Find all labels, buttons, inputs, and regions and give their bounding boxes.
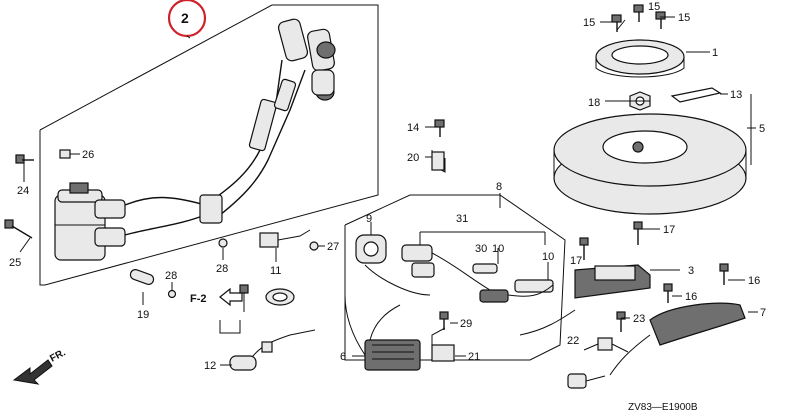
bolt-15a[interactable] bbox=[611, 14, 622, 32]
starter-pulley-1[interactable] bbox=[595, 39, 685, 78]
bolt-14[interactable] bbox=[434, 119, 445, 137]
diagram-code: ZV83—E1900B bbox=[628, 402, 698, 413]
callout-15c: 15 bbox=[678, 12, 690, 24]
bolt-16b[interactable] bbox=[663, 283, 673, 303]
coil-assembly-frame bbox=[39, 4, 379, 286]
key-13[interactable] bbox=[670, 87, 722, 103]
flywheel-5[interactable] bbox=[553, 113, 747, 215]
callout-6: 6 bbox=[340, 351, 346, 363]
harness-31[interactable] bbox=[364, 231, 554, 303]
callout-11: 11 bbox=[270, 265, 281, 277]
bolt-17b[interactable] bbox=[633, 221, 643, 245]
clamp-22[interactable] bbox=[597, 337, 629, 353]
callout-14: 14 bbox=[407, 122, 419, 134]
callout-30: 30 bbox=[475, 243, 487, 255]
callout-19: 19 bbox=[137, 309, 149, 321]
callout-17a: 17 bbox=[570, 255, 582, 267]
callout-12: 12 bbox=[204, 360, 216, 372]
callout-16b: 16 bbox=[685, 291, 697, 303]
callout-15a: 15 bbox=[583, 17, 595, 29]
bolt-16a[interactable] bbox=[719, 263, 729, 285]
bracket-clip[interactable] bbox=[219, 284, 249, 334]
clamp[interactable] bbox=[265, 288, 295, 306]
bolt-15b[interactable] bbox=[633, 4, 644, 22]
callout-10a: 10 bbox=[492, 243, 504, 255]
clip-11[interactable] bbox=[259, 229, 311, 248]
callout-29: 29 bbox=[460, 318, 472, 330]
pin-19[interactable] bbox=[129, 268, 155, 286]
callout-9: 9 bbox=[366, 213, 372, 225]
callout-10b: 10 bbox=[542, 251, 554, 263]
nut-26[interactable] bbox=[59, 149, 71, 159]
pulse-generator-7[interactable] bbox=[609, 302, 746, 376]
callout-1: 1 bbox=[712, 47, 718, 59]
callout-17b: 17 bbox=[663, 224, 675, 236]
regulator-6[interactable] bbox=[344, 294, 421, 371]
ignition-coil[interactable] bbox=[54, 182, 126, 261]
callout-labels: 1 2 3 5 6 7 8 9 10 10 11 12 13 14 15 15 … bbox=[9, 1, 766, 413]
callout-13: 13 bbox=[730, 89, 742, 101]
callout-21: 21 bbox=[468, 351, 480, 363]
sensor-12[interactable] bbox=[229, 329, 316, 371]
coil-9[interactable] bbox=[355, 234, 387, 264]
section-ref-f2: F-2 bbox=[190, 293, 207, 305]
callout-15b: 15 bbox=[648, 1, 660, 13]
high-tension-cables[interactable] bbox=[124, 18, 336, 236]
front-direction-arrow bbox=[12, 359, 53, 385]
bolt-29[interactable] bbox=[439, 311, 449, 330]
callout-28b: 28 bbox=[216, 263, 228, 275]
bracket-20[interactable] bbox=[431, 150, 446, 173]
callout-2: 2 bbox=[181, 10, 189, 26]
callout-18: 18 bbox=[588, 97, 600, 109]
callout-7: 7 bbox=[760, 307, 766, 319]
f2-arrow bbox=[219, 287, 243, 307]
direction-label: FR. bbox=[48, 347, 68, 364]
callout-3: 3 bbox=[688, 265, 694, 277]
callout-31: 31 bbox=[456, 213, 468, 225]
connector[interactable] bbox=[519, 309, 606, 389]
bolt-25[interactable] bbox=[4, 219, 33, 239]
callout-25: 25 bbox=[9, 257, 21, 269]
callout-8: 8 bbox=[496, 181, 502, 193]
callout-20: 20 bbox=[407, 152, 419, 164]
callout-27: 27 bbox=[327, 241, 339, 253]
bolt-23[interactable] bbox=[616, 311, 626, 332]
callout-26: 26 bbox=[82, 149, 94, 161]
callout-22: 22 bbox=[567, 335, 579, 347]
pulser-3[interactable] bbox=[574, 264, 651, 299]
nut-27[interactable] bbox=[309, 241, 319, 251]
bolt-15c[interactable] bbox=[655, 11, 666, 29]
bracket-21[interactable] bbox=[431, 327, 455, 362]
bolt-24[interactable] bbox=[15, 154, 34, 164]
washer-28a[interactable] bbox=[167, 289, 177, 299]
regulator-frame bbox=[344, 194, 566, 361]
leader-lines bbox=[19, 16, 758, 366]
callout-16a: 16 bbox=[748, 275, 760, 287]
callout-23: 23 bbox=[633, 313, 645, 325]
callout-5: 5 bbox=[759, 123, 765, 135]
washer-28b[interactable] bbox=[218, 238, 228, 248]
callout-24: 24 bbox=[17, 185, 29, 197]
callout-28a: 28 bbox=[165, 270, 177, 282]
